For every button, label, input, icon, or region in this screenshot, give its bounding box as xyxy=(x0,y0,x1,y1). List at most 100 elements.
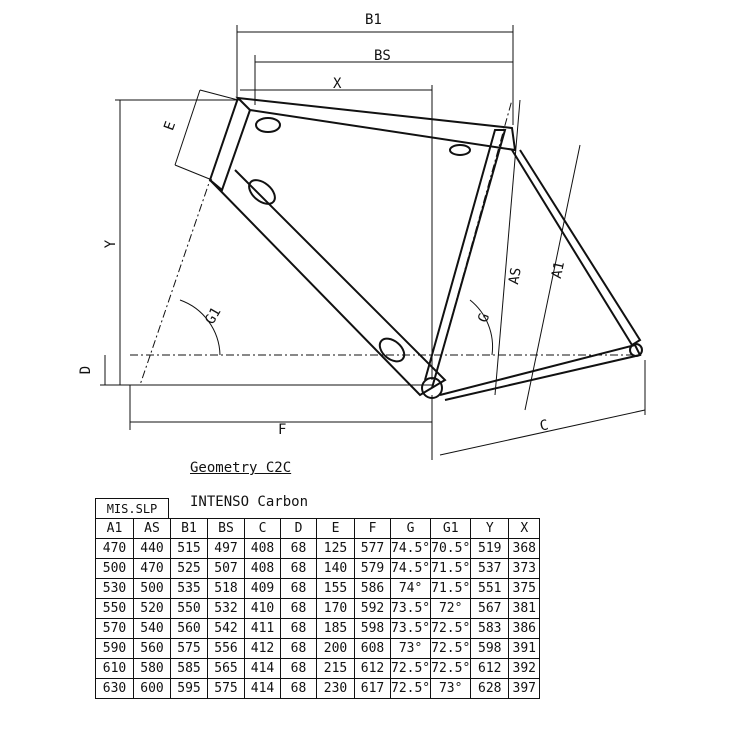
table-cell: 628 xyxy=(470,678,510,699)
table-cell: 519 xyxy=(470,538,510,559)
table-cell: 560 xyxy=(170,618,208,639)
table-cell: 368 xyxy=(508,538,541,559)
table-cell: 397 xyxy=(508,678,541,699)
column-header: Y xyxy=(470,518,510,539)
table-cell: 74.5° xyxy=(389,558,432,579)
table-cell: 500 xyxy=(133,578,171,599)
label-as: AS xyxy=(506,266,525,286)
table-cell: 68 xyxy=(280,598,317,619)
table-cell: 470 xyxy=(133,558,171,579)
table-cell: 610 xyxy=(95,658,134,679)
measure-lines xyxy=(100,25,646,460)
table-cell: 68 xyxy=(280,658,317,679)
column-header: X xyxy=(508,518,541,539)
table-cell: 68 xyxy=(280,638,317,659)
table-cell: 155 xyxy=(316,578,355,599)
column-header: C xyxy=(244,518,281,539)
label-y: Y xyxy=(103,239,120,249)
table-cell: 72.5° xyxy=(389,678,432,699)
table-cell: 570 xyxy=(95,618,134,639)
geometry-title: Geometry C2C xyxy=(190,460,292,476)
table-cell: 592 xyxy=(354,598,391,619)
table-cell: 440 xyxy=(133,538,171,559)
table-cell: 579 xyxy=(354,558,391,579)
label-b1: B1 xyxy=(365,12,382,28)
table-cell: 74.5° xyxy=(389,538,432,559)
table-cell: 72.5° xyxy=(430,618,472,639)
table-cell: 530 xyxy=(95,578,134,599)
model-name: INTENSO Carbon xyxy=(190,494,309,510)
table-cell: 630 xyxy=(95,678,134,699)
table-cell: 565 xyxy=(207,658,245,679)
table-cell: 414 xyxy=(244,678,281,699)
table-cell: 140 xyxy=(316,558,355,579)
column-header: D xyxy=(280,518,317,539)
table-cell: 612 xyxy=(470,658,510,679)
column-header: A1 xyxy=(95,518,134,539)
table-cell: 414 xyxy=(244,658,281,679)
table-cell: 200 xyxy=(316,638,355,659)
table-cell: 583 xyxy=(470,618,510,639)
table-cell: 72.5° xyxy=(430,658,472,679)
column-header: AS xyxy=(133,518,171,539)
table-cell: 408 xyxy=(244,558,281,579)
table-cell: 550 xyxy=(95,598,134,619)
label-a1: A1 xyxy=(548,260,569,280)
table-cell: 577 xyxy=(354,538,391,559)
table-cell: 125 xyxy=(316,538,355,559)
label-f: F xyxy=(278,422,287,438)
table-cell: 68 xyxy=(280,538,317,559)
table-cell: 525 xyxy=(170,558,208,579)
table-cell: 412 xyxy=(244,638,281,659)
table-cell: 470 xyxy=(95,538,134,559)
table-cell: 74° xyxy=(389,578,432,599)
table-cell: 72.5° xyxy=(430,638,472,659)
column-header: E xyxy=(316,518,355,539)
table-cell: 72.5° xyxy=(389,658,432,679)
table-cell: 586 xyxy=(354,578,391,599)
table-cell: 500 xyxy=(95,558,134,579)
table-cell: 73° xyxy=(430,678,472,699)
table-cell: 595 xyxy=(170,678,208,699)
table-cell: 542 xyxy=(207,618,245,639)
label-d: D xyxy=(78,365,95,375)
table-cell: 560 xyxy=(133,638,171,659)
table-cell: 550 xyxy=(170,598,208,619)
table-cell: 73° xyxy=(389,638,432,659)
table-cell: 612 xyxy=(354,658,391,679)
table-cell: 551 xyxy=(470,578,510,599)
table-cell: 410 xyxy=(244,598,281,619)
column-header: G1 xyxy=(430,518,472,539)
table-cell: 575 xyxy=(170,638,208,659)
table-cell: 375 xyxy=(508,578,541,599)
column-header: F xyxy=(354,518,391,539)
table-cell: 185 xyxy=(316,618,355,639)
column-header: B1 xyxy=(170,518,208,539)
table-cell: 409 xyxy=(244,578,281,599)
label-bs: BS xyxy=(374,48,391,64)
table-cell: 617 xyxy=(354,678,391,699)
table-cell: 215 xyxy=(316,658,355,679)
table-cell: 392 xyxy=(508,658,541,679)
table-cell: 68 xyxy=(280,558,317,579)
table-cell: 590 xyxy=(95,638,134,659)
table-cell: 567 xyxy=(470,598,510,619)
table-cell: 497 xyxy=(207,538,245,559)
table-cell: 575 xyxy=(207,678,245,699)
table-cell: 507 xyxy=(207,558,245,579)
table-cell: 408 xyxy=(244,538,281,559)
table-cell: 73.5° xyxy=(389,598,432,619)
table-cell: 600 xyxy=(133,678,171,699)
label-x: X xyxy=(333,76,342,92)
table-cell: 535 xyxy=(170,578,208,599)
